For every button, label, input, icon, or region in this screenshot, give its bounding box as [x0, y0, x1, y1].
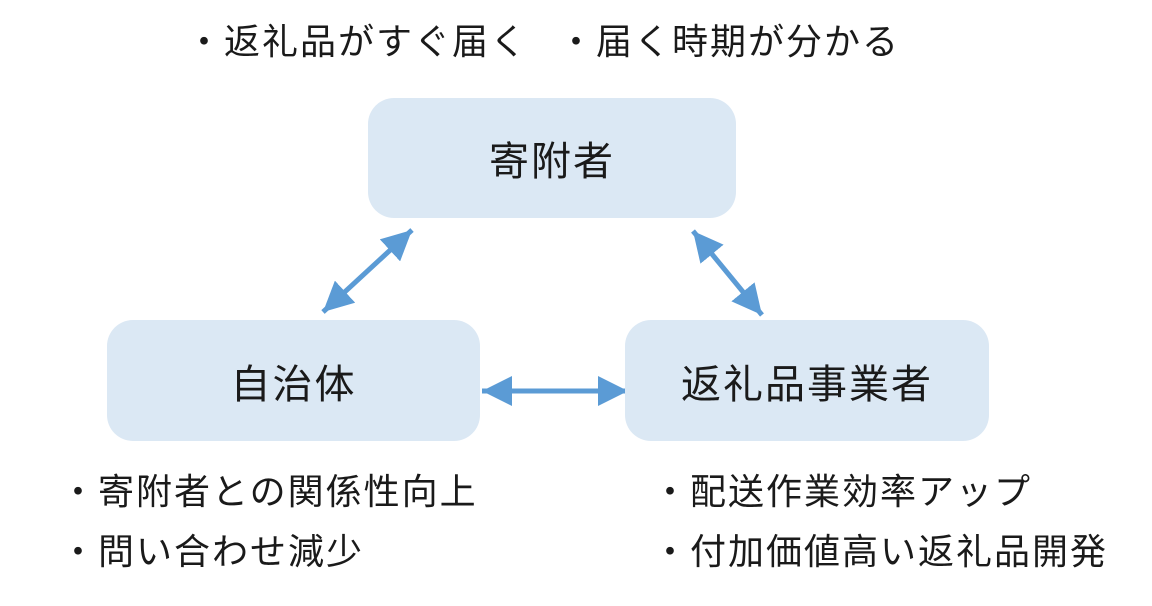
node-municipality: 自治体: [107, 320, 480, 441]
gift-provider-benefit-note-1: ・配送作業効率アップ: [652, 472, 1033, 512]
gift-provider-benefit-notes: ・配送作業効率アップ ・付加価値高い返礼品開発: [652, 462, 1108, 582]
node-municipality-label: 自治体: [230, 362, 357, 407]
donor-provider-arrow: [691, 229, 764, 317]
donor-benefit-note-1: ・返礼品がすぐ届く: [186, 22, 529, 62]
municipality-benefit-note-1: ・寄附者との関係性向上: [60, 472, 478, 512]
node-donor: 寄附者: [368, 98, 736, 218]
node-gift-provider: 返礼品事業者: [625, 320, 989, 441]
node-gift-provider-label: 返礼品事業者: [681, 362, 933, 407]
node-donor-label: 寄附者: [489, 140, 615, 184]
municipality-benefit-notes: ・寄附者との関係性向上 ・問い合わせ減少: [60, 462, 478, 582]
donor-benefit-note-2: ・届く時期が分かる: [558, 22, 901, 62]
gift-provider-benefit-note-2: ・付加価値高い返礼品開発: [652, 532, 1109, 572]
donor-municipality-arrow: [321, 228, 414, 314]
municipality-benefit-note-2: ・問い合わせ減少: [60, 532, 365, 572]
